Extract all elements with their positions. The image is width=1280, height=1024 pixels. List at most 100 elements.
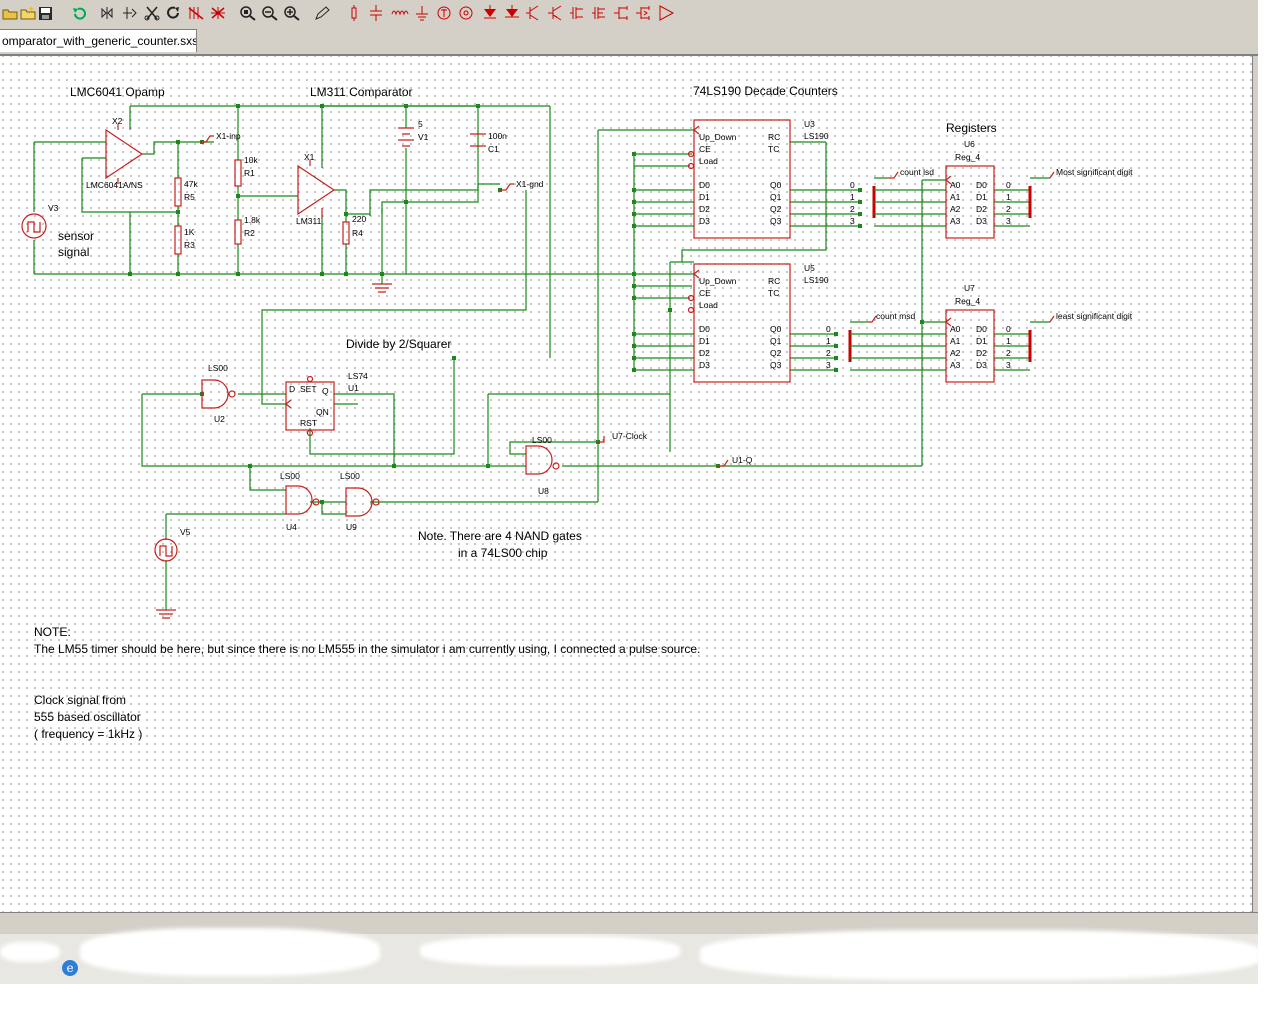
zoom-out-icon[interactable] bbox=[260, 3, 280, 23]
component-labels: X2 LMC6041A/NS V3 sensor signal 47k R5 1… bbox=[48, 116, 1133, 537]
nmos-icon[interactable] bbox=[568, 3, 588, 23]
npn-icon[interactable] bbox=[524, 3, 544, 23]
pfet-icon[interactable] bbox=[634, 3, 654, 23]
capacitor-icon[interactable] bbox=[366, 3, 386, 23]
schematic-canvas[interactable]: LMC6041 Opamp LM311 Comparator 74LS190 D… bbox=[0, 56, 1252, 912]
redo-icon[interactable] bbox=[164, 3, 184, 23]
capacitor-c1 bbox=[470, 133, 486, 147]
svg-text:A2: A2 bbox=[950, 204, 961, 214]
svg-text:R5: R5 bbox=[184, 192, 195, 202]
svg-text:47k: 47k bbox=[184, 179, 198, 189]
current-source-icon[interactable] bbox=[456, 3, 476, 23]
svg-text:3: 3 bbox=[826, 360, 831, 370]
source-v5 bbox=[154, 538, 178, 562]
svg-text:3: 3 bbox=[1006, 216, 1011, 226]
svg-text:QN: QN bbox=[316, 407, 329, 417]
resistor-icon[interactable] bbox=[344, 3, 364, 23]
new-folder-icon[interactable] bbox=[18, 3, 38, 23]
svg-text:LS00: LS00 bbox=[532, 435, 552, 445]
svg-text:U4: U4 bbox=[286, 522, 297, 532]
titles: LMC6041 Opamp LM311 Comparator 74LS190 D… bbox=[70, 84, 997, 351]
delete-icon[interactable] bbox=[208, 3, 228, 23]
svg-text:count msd: count msd bbox=[876, 311, 915, 321]
undo-icon[interactable] bbox=[70, 3, 90, 23]
pencil-icon[interactable] bbox=[312, 3, 332, 23]
svg-text:RC: RC bbox=[768, 132, 780, 142]
svg-text:U7-Clock: U7-Clock bbox=[612, 431, 648, 441]
svg-text:D2: D2 bbox=[976, 204, 987, 214]
svg-text:1: 1 bbox=[850, 192, 855, 202]
svg-text:count lsd: count lsd bbox=[900, 167, 934, 177]
svg-text:0: 0 bbox=[1006, 180, 1011, 190]
svg-text:V3: V3 bbox=[48, 203, 59, 213]
resistor-r2 bbox=[234, 219, 242, 245]
svg-text:LS00: LS00 bbox=[280, 471, 300, 481]
clock-note-1: Clock signal from bbox=[34, 693, 126, 707]
tab-schematic[interactable]: omparator_with_generic_counter.sxsch bbox=[0, 29, 197, 52]
counter-u5 bbox=[693, 263, 791, 383]
svg-text:TC: TC bbox=[768, 288, 779, 298]
svg-text:1: 1 bbox=[1006, 192, 1011, 202]
svg-text:least significant digit: least significant digit bbox=[1056, 311, 1133, 321]
cut-icon[interactable] bbox=[142, 3, 162, 23]
svg-text:A2: A2 bbox=[950, 348, 961, 358]
inductor-icon[interactable] bbox=[390, 3, 410, 23]
vertical-scrollbar[interactable] bbox=[1252, 56, 1259, 912]
svg-text:A0: A0 bbox=[950, 180, 961, 190]
svg-text:5: 5 bbox=[418, 119, 423, 129]
svg-text:0: 0 bbox=[850, 180, 855, 190]
svg-text:D1: D1 bbox=[976, 336, 987, 346]
ground-icon[interactable] bbox=[412, 3, 432, 23]
svg-text:3: 3 bbox=[850, 216, 855, 226]
svg-text:Up_Down: Up_Down bbox=[699, 132, 737, 142]
resistor-r5 bbox=[174, 177, 182, 207]
svg-text:R1: R1 bbox=[244, 168, 255, 178]
svg-text:A0: A0 bbox=[950, 324, 961, 334]
svg-text:TC: TC bbox=[768, 144, 779, 154]
diode-icon[interactable] bbox=[480, 3, 500, 23]
zoom-box-icon[interactable] bbox=[238, 3, 258, 23]
ie-icon[interactable]: e bbox=[62, 960, 78, 976]
svg-text:U9: U9 bbox=[346, 522, 357, 532]
svg-text:D3: D3 bbox=[699, 360, 710, 370]
resistor-r4 bbox=[342, 221, 350, 245]
svg-text:A3: A3 bbox=[950, 360, 961, 370]
nand-u9 bbox=[345, 487, 373, 517]
resistor-r1 bbox=[234, 159, 242, 187]
battery-v1 bbox=[398, 127, 414, 147]
svg-text:signal: signal bbox=[58, 245, 89, 259]
zoom-in-icon[interactable] bbox=[282, 3, 302, 23]
svg-text:D0: D0 bbox=[976, 324, 987, 334]
svg-text:U3: U3 bbox=[804, 119, 815, 129]
save-icon[interactable] bbox=[36, 3, 56, 23]
counter-u3 bbox=[693, 119, 791, 239]
pmos-icon[interactable] bbox=[590, 3, 610, 23]
svg-text:Load: Load bbox=[699, 300, 718, 310]
register-u7 bbox=[945, 309, 995, 383]
toolbar bbox=[0, 0, 1258, 27]
delete-wire-icon[interactable] bbox=[186, 3, 206, 23]
svg-text:X1-inp: X1-inp bbox=[216, 131, 241, 141]
notes: Note. There are 4 NAND gates in a 74LS00… bbox=[34, 529, 700, 741]
svg-text:U1: U1 bbox=[348, 383, 359, 393]
open-folder-icon[interactable] bbox=[0, 3, 20, 23]
title-counters: 74LS190 Decade Counters bbox=[693, 84, 838, 98]
svg-text:R2: R2 bbox=[244, 228, 255, 238]
mirror-icon[interactable] bbox=[98, 3, 118, 23]
svg-text:D3: D3 bbox=[976, 216, 987, 226]
svg-text:1K: 1K bbox=[184, 227, 195, 237]
rotate-icon[interactable] bbox=[120, 3, 140, 23]
svg-text:10k: 10k bbox=[244, 155, 258, 165]
pnp-icon[interactable] bbox=[546, 3, 566, 23]
svg-text:1: 1 bbox=[1006, 336, 1011, 346]
ground-symbol bbox=[372, 283, 392, 293]
source-icon[interactable] bbox=[434, 3, 454, 23]
zener-icon[interactable] bbox=[502, 3, 522, 23]
nfet-icon[interactable] bbox=[612, 3, 632, 23]
svg-text:D2: D2 bbox=[699, 204, 710, 214]
opamp-icon[interactable] bbox=[656, 3, 676, 23]
svg-text:D1: D1 bbox=[976, 192, 987, 202]
note-body: The LM55 timer should be here, but since… bbox=[34, 642, 700, 656]
svg-text:RC: RC bbox=[768, 276, 780, 286]
svg-text:D1: D1 bbox=[699, 336, 710, 346]
